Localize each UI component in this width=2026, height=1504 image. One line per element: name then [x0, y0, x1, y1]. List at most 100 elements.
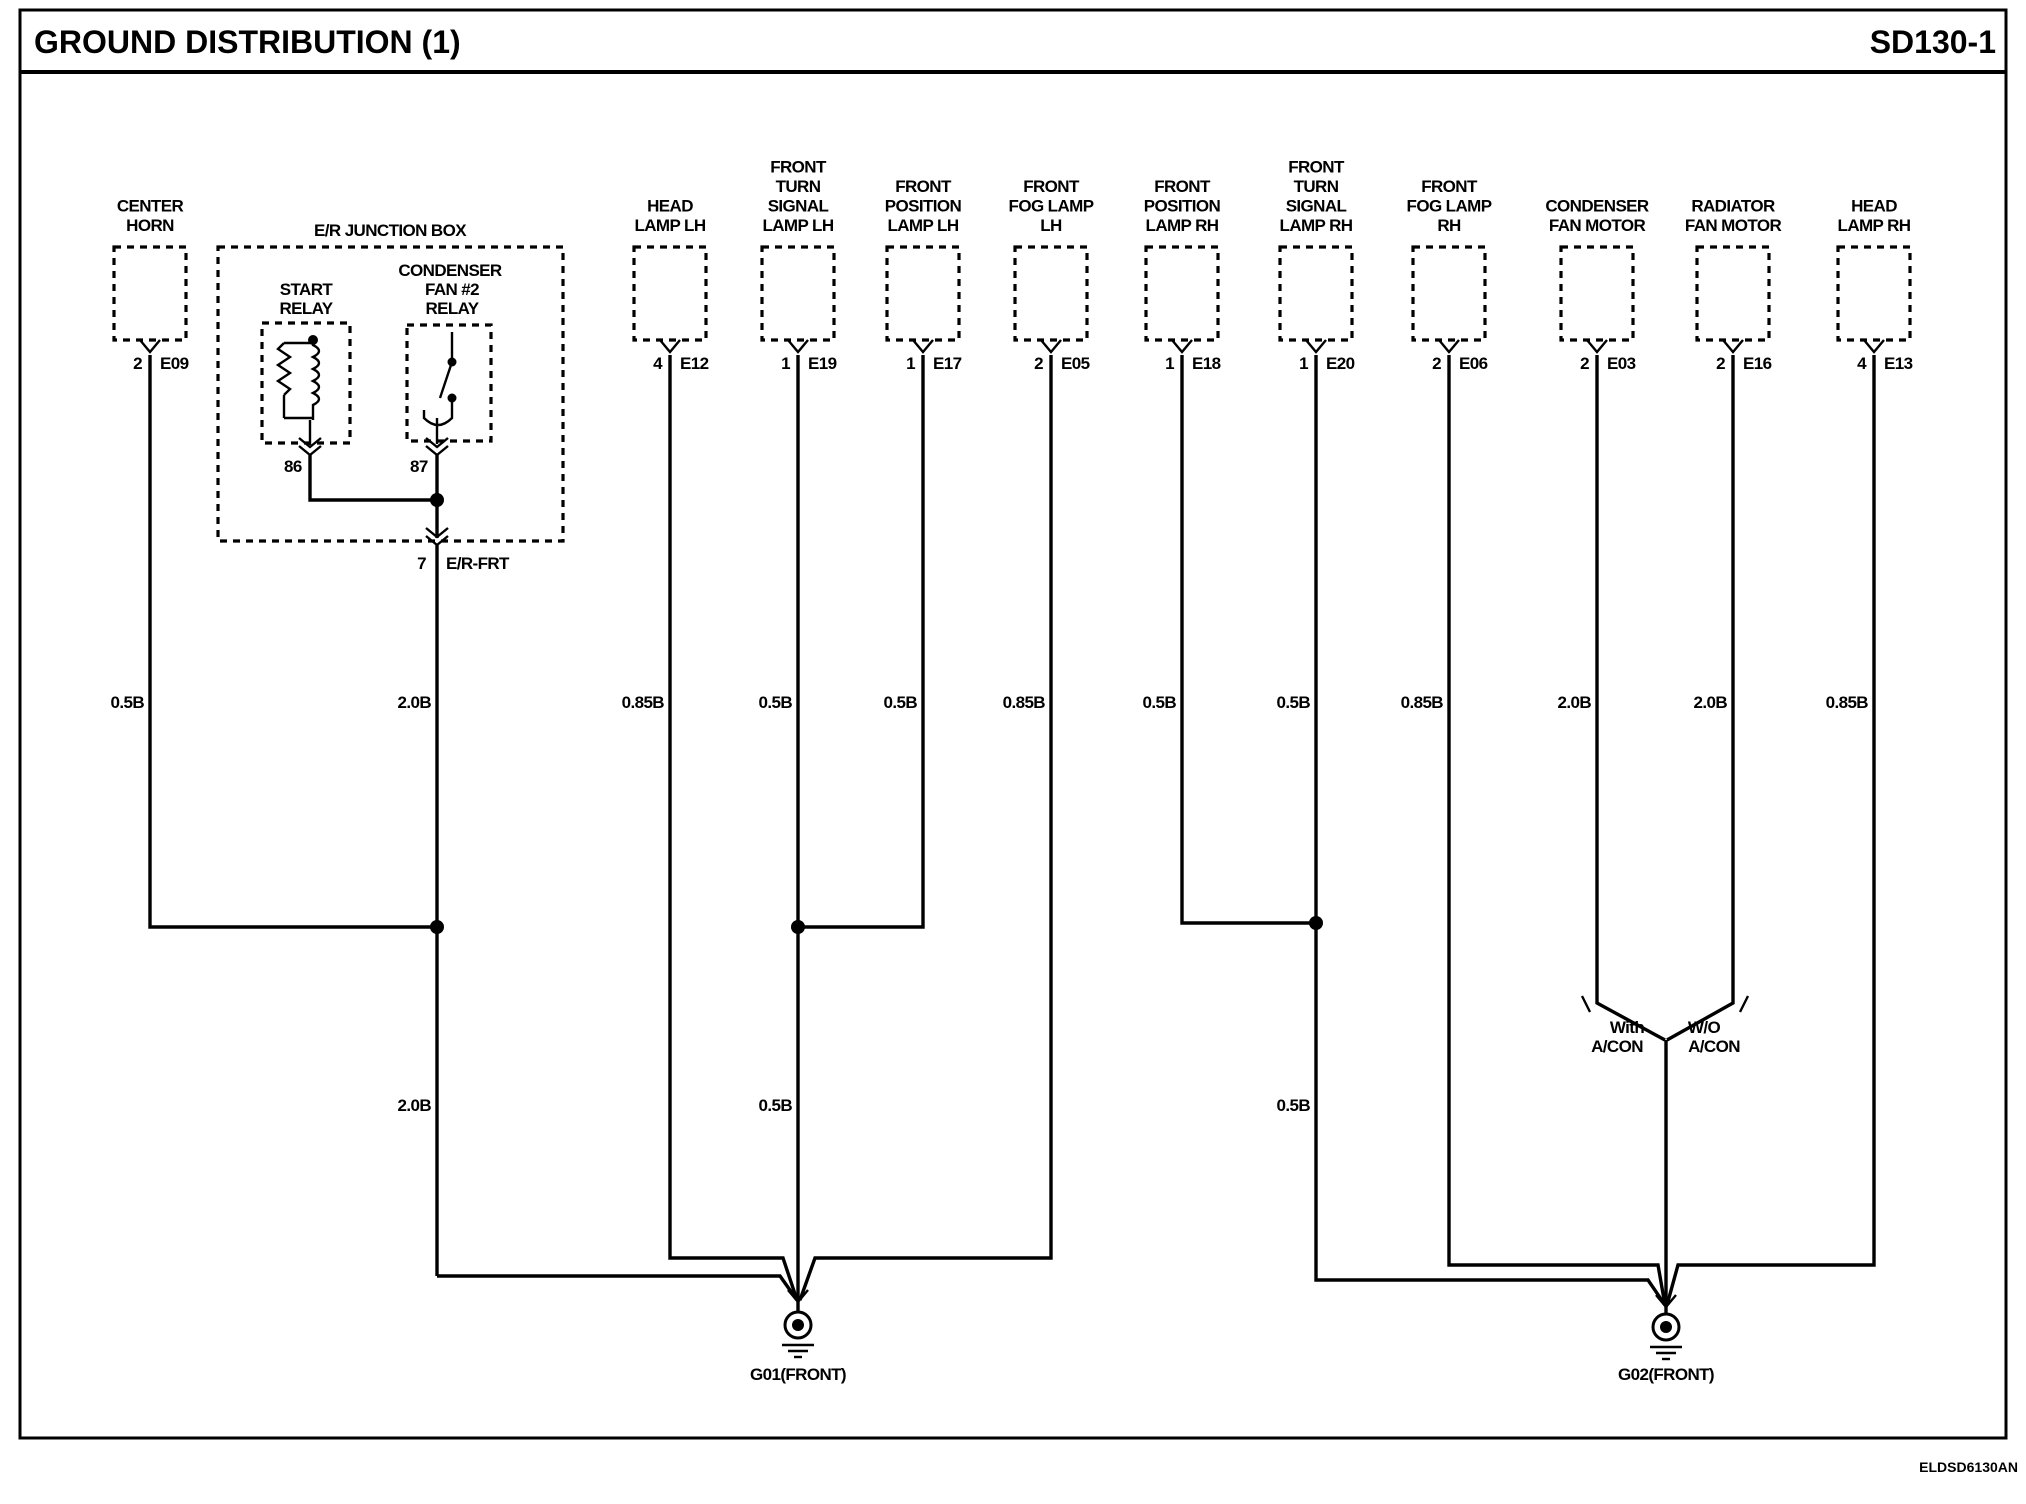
component-name-line: CENTER — [117, 197, 184, 216]
ground-g01: G01(FRONT) — [750, 1289, 847, 1384]
ground-g02-label: G02(FRONT) — [1618, 1365, 1714, 1384]
connector-terminal-icon — [1040, 339, 1062, 354]
wire-gauge-turn-lamp-lh: 0.5B — [758, 693, 792, 712]
wire-gauge-junction-lower: 2.0B — [397, 1096, 431, 1115]
wire-gauge-condenser-fan: 2.0B — [1557, 693, 1591, 712]
relay-coil-icon — [275, 335, 321, 420]
switch-tick — [1738, 995, 1750, 1013]
component-box — [760, 245, 836, 342]
pin-number: 1 — [1299, 354, 1308, 373]
component-box — [1836, 245, 1912, 342]
component-name-line: HEAD — [647, 197, 693, 216]
condenser-relay-box — [405, 323, 493, 443]
pin-number: 1 — [1165, 354, 1174, 373]
component-name-line: FRONT — [1288, 158, 1345, 177]
fog-lamp-lh-wire — [798, 355, 1053, 1301]
wire-gauge-position-lamp-rh: 0.5B — [1142, 693, 1176, 712]
connector-id: E16 — [1743, 354, 1772, 373]
component-box — [1278, 245, 1354, 342]
connector-terminal-icon — [1305, 339, 1327, 354]
component-name-line: HEAD — [1851, 197, 1897, 216]
splice-point — [430, 920, 444, 934]
switch-tick — [1580, 995, 1592, 1013]
splice-point — [1309, 916, 1323, 930]
component-name-line: POSITION — [1144, 197, 1221, 216]
er-frt-pin: 7 — [417, 554, 426, 573]
radiator-fan-wire — [1666, 355, 1735, 1042]
relay-switch-icon — [422, 332, 457, 427]
page-frame — [18, 8, 2008, 1440]
connector-id: E18 — [1192, 354, 1221, 373]
component-box — [1695, 245, 1771, 342]
component-box — [1013, 245, 1089, 342]
pin-number: 4 — [1857, 354, 1867, 373]
component-box — [1559, 245, 1635, 342]
pin-number: 2 — [1432, 354, 1441, 373]
condenser-fan-wire — [1595, 355, 1666, 1042]
pin-number: 2 — [1034, 354, 1043, 373]
component-name-line: FRONT — [770, 158, 827, 177]
position-lamp-lh-wire — [798, 355, 925, 929]
component-name-line: RH — [1437, 216, 1461, 235]
connector-id: E19 — [808, 354, 837, 373]
wire-gauge-center-horn: 0.5B — [110, 693, 144, 712]
wo-acon-label-2: A/CON — [1688, 1037, 1740, 1056]
connector-terminal-icon — [1722, 339, 1744, 354]
ground-g02: G02(FRONT) — [1618, 1294, 1715, 1384]
condenser-relay-label-3: RELAY — [425, 299, 479, 318]
center-horn-wire — [148, 355, 437, 929]
component-name-line: FRONT — [1154, 177, 1211, 196]
connector-terminal-icon — [659, 339, 681, 354]
fog-lamp-rh-wire — [1447, 355, 1667, 1306]
component-name-line: TURN — [1294, 177, 1339, 196]
pin-number: 2 — [1716, 354, 1725, 373]
connector-terminal-icon — [912, 339, 934, 354]
component-name-line: LAMP RH — [1146, 216, 1219, 235]
with-acon-label-2: A/CON — [1591, 1037, 1643, 1056]
splice-point — [430, 493, 444, 507]
component-box — [1411, 245, 1487, 342]
wire-gauge-turn-lamp-rh: 0.5B — [1276, 693, 1310, 712]
connector-id: E17 — [933, 354, 962, 373]
component-name-line: TURN — [776, 177, 821, 196]
connector-id: E03 — [1607, 354, 1636, 373]
condenser-relay-label-2: FAN #2 — [425, 280, 479, 299]
component-name-line: FRONT — [1023, 177, 1080, 196]
connector-id: E05 — [1061, 354, 1090, 373]
with-acon-label-1: With — [1610, 1018, 1644, 1037]
component-name-line: LAMP LH — [887, 216, 958, 235]
component-box — [632, 245, 708, 342]
footer-code: ELDSD6130AN — [1919, 1459, 2018, 1475]
wire-gauge-radiator-fan: 2.0B — [1693, 693, 1727, 712]
connector-terminal-icon — [1863, 339, 1885, 354]
start-relay-label-2: RELAY — [279, 299, 333, 318]
component-name-line: CONDENSER — [1545, 197, 1649, 216]
wire-gauge-fog-lamp-lh: 0.85B — [1003, 693, 1046, 712]
er-junction-box: E/R JUNCTION BOX START RELAY 86 CONDENSE… — [216, 221, 565, 573]
wire-gauge-fog-lamp-rh: 0.85B — [1401, 693, 1444, 712]
connector-id: E12 — [680, 354, 709, 373]
pin-number: 1 — [906, 354, 915, 373]
page-title: GROUND DISTRIBUTION (1) — [34, 24, 461, 60]
pin-number: 2 — [1580, 354, 1589, 373]
relay-internal-wire — [308, 455, 437, 502]
component-name-line: LAMP LH — [634, 216, 705, 235]
ground-g01-label: G01(FRONT) — [750, 1365, 846, 1384]
wo-acon-label-1: W/O — [1688, 1018, 1721, 1037]
splice-point — [791, 920, 805, 934]
head-lamp-lh-wire — [668, 355, 799, 1301]
connector-terminal-icon — [1171, 339, 1193, 354]
component-name-line: FOG LAMP — [1407, 197, 1492, 216]
wire-gauge-g01-trunk: 0.5B — [758, 1096, 792, 1115]
wire-gauge-junction-upper: 2.0B — [397, 693, 431, 712]
wiring — [148, 355, 1876, 1306]
pin-number: 2 — [133, 354, 142, 373]
